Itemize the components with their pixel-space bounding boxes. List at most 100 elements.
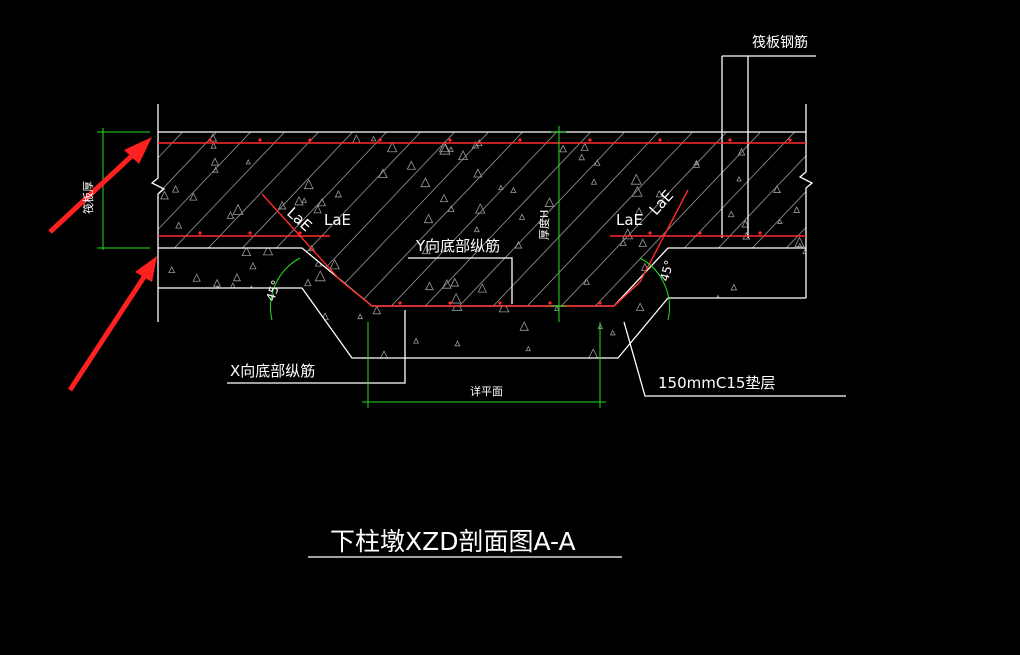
aggregate-mark: [303, 179, 314, 190]
aggregate-mark: [740, 319, 751, 330]
angle-left-label: 45°: [264, 278, 284, 303]
rebar-dot: [698, 231, 702, 235]
hatch-line: [0, 120, 24, 320]
aggregate-mark: [215, 302, 222, 310]
hatch-line: [922, 120, 1020, 320]
aggregate-mark: [638, 238, 648, 247]
aggregate-mark: [192, 273, 201, 282]
hatch-line: [785, 132, 806, 306]
aggregate-mark: [339, 248, 348, 254]
aggregate-mark: [168, 265, 176, 274]
aggregate-mark: [210, 157, 220, 166]
aggregate-mark: [351, 134, 361, 144]
aggregate-mark: [423, 213, 434, 224]
aggregate-mark: [306, 255, 314, 264]
aggregate-mark: [314, 270, 326, 282]
aggregate-mark: [378, 350, 390, 358]
aggregate-mark: [186, 287, 198, 299]
aggregate-mark: [477, 291, 485, 299]
aggregate-mark: [421, 244, 431, 255]
aggregate-mark: [310, 323, 320, 333]
aggregate-mark: [277, 200, 287, 210]
aggregate-mark: [777, 311, 785, 320]
dimension-lines: [97, 126, 670, 408]
rebar-dot: [198, 231, 202, 235]
hatch-line: [888, 120, 1020, 320]
cushion-label: 150mmC15垫层: [658, 374, 775, 392]
aggregate-mark: [727, 210, 735, 218]
aggregate-mark: [378, 168, 388, 178]
aggregate-mark: [773, 185, 782, 193]
rebar-dot: [248, 231, 252, 235]
aggregate-mark: [226, 211, 235, 219]
aggregate-mark: [514, 240, 523, 249]
aggregate-mark: [660, 321, 668, 328]
aggregate-mark: [640, 262, 650, 271]
rebar-dot: [648, 231, 652, 235]
aggregate-mark: [778, 330, 790, 342]
hatch-line: [615, 132, 806, 306]
aggregate-mark: [329, 258, 340, 270]
aggregate-mark: [510, 186, 517, 194]
aggregate-mark: [635, 302, 645, 311]
upper-arrow-head-icon: [124, 137, 152, 164]
raft-rebar-label: 筏板钢筋: [752, 34, 808, 51]
rebar-dot: [518, 138, 522, 142]
aggregate-mark: [301, 197, 307, 203]
aggregate-mark: [587, 348, 599, 358]
rebar-dot: [398, 301, 402, 305]
aggregate-mark: [355, 271, 364, 281]
rebar-dot: [598, 301, 602, 305]
aggregate-mark: [741, 219, 750, 228]
aggregate-mark: [241, 248, 252, 257]
lae-label-4: LaE: [646, 187, 677, 219]
aggregate-mark: [161, 258, 170, 267]
aggregate-mark: [304, 278, 312, 287]
aggregate-mark: [317, 197, 327, 207]
aggregate-mark: [294, 195, 304, 206]
aggregate-mark: [208, 133, 218, 142]
aggregate-mark: [439, 193, 449, 203]
aggregate-mark: [447, 204, 455, 212]
aggregate-mark: [206, 278, 216, 288]
aggregate-mark: [255, 249, 265, 259]
aggregate-mark: [386, 141, 398, 153]
aggregate-mark: [563, 286, 571, 294]
rebar-dot: [498, 301, 502, 305]
aggregate-mark: [450, 277, 460, 287]
aggregate-mark: [455, 271, 466, 282]
lae-label-3: LaE: [616, 211, 643, 229]
hatch-line: [956, 120, 1020, 320]
aggregate-mark: [655, 189, 663, 198]
aggregate-mark: [498, 301, 510, 313]
rebar-dot: [548, 301, 552, 305]
y-bottom-rebar-label: Y向底部纵筋: [415, 237, 500, 255]
aggregate-mark: [473, 226, 480, 233]
rebar-dot: [308, 138, 312, 142]
aggregate-mark: [777, 218, 783, 224]
aggregate-mark: [406, 160, 416, 170]
aggregate-mark: [609, 329, 616, 336]
lower-arrow-head-icon: [135, 256, 157, 282]
aggregate-mark: [448, 146, 454, 152]
x-bottom-rebar-label: X向底部纵筋: [230, 362, 315, 380]
aggregate-mark: [189, 192, 198, 201]
aggregate-mark: [159, 313, 166, 320]
aggregate-mark: [473, 168, 483, 178]
rebar-dot: [588, 138, 592, 142]
aggregate-mark: [666, 322, 674, 330]
aggregate-mark: [217, 300, 223, 306]
aggregate-mark: [158, 350, 167, 358]
aggregate-mark: [559, 144, 567, 153]
rebar-dots: [198, 138, 792, 305]
concrete-outline: [150, 55, 846, 558]
aggregate-mark: [590, 178, 598, 185]
aggregate-mark: [544, 197, 555, 207]
see-plan-label: 详平面: [470, 384, 503, 398]
aggregate-mark: [421, 278, 432, 289]
aggregate-mark: [780, 286, 791, 297]
aggregate-mark: [313, 204, 322, 214]
rebar-dot: [758, 231, 762, 235]
hatch-line: [820, 120, 1010, 320]
thickness-h-label: 厚度H: [537, 210, 551, 240]
